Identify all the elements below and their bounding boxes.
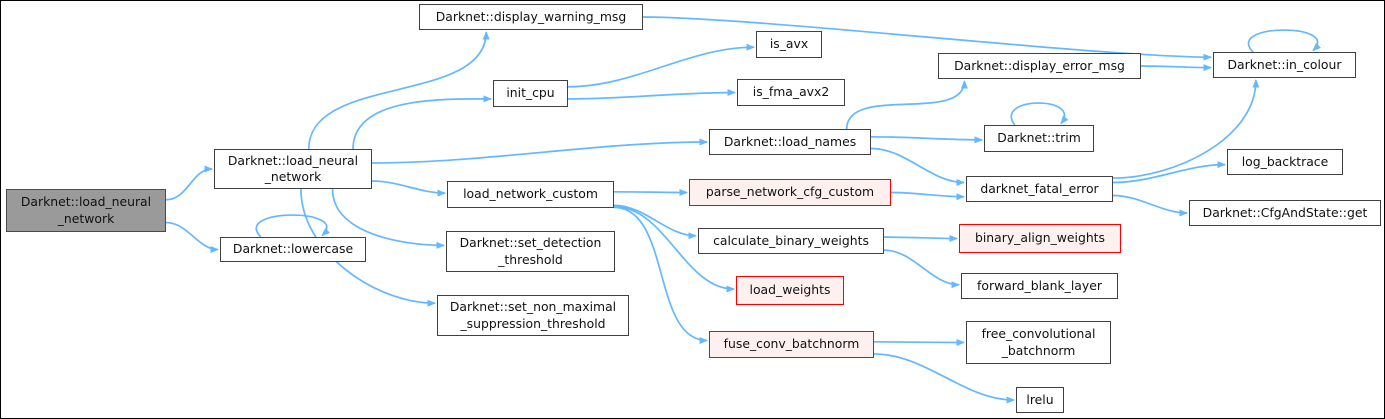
node-label-load-network-custom: load_network_custom — [463, 186, 598, 202]
edge-load-neural-network-root-to-load-neural-network — [165, 165, 213, 201]
node-label-is-avx: is_avx — [769, 36, 809, 52]
node-display-warning-msg[interactable]: Darknet::display_warning_msg — [419, 4, 643, 30]
node-label-lrelu: lrelu — [1026, 391, 1054, 407]
node-label-log-backtrace: log_backtrace — [1241, 153, 1329, 169]
edge-load-names-to-darknet-fatal-error — [870, 147, 965, 186]
node-label-lowercase: Darknet::lowercase — [232, 241, 354, 257]
node-in-colour[interactable]: Darknet::in_colour — [1213, 52, 1356, 78]
edge-load-network-custom-to-fuse-conv-batchnorm — [613, 206, 708, 344]
node-trim[interactable]: Darknet::trim — [984, 125, 1094, 152]
node-label-set-non-maximal-suppression-threshold: Darknet::set_non_maximal _suppression_th… — [449, 299, 617, 331]
edge-load-neural-network-to-display-warning-msg — [307, 31, 490, 150]
edge-load-neural-network-to-init-cpu — [352, 95, 492, 150]
node-load-network-custom[interactable]: load_network_custom — [447, 181, 614, 208]
edge-in-colour-self — [1247, 29, 1321, 53]
node-calculate-binary-weights[interactable]: calculate_binary_weights — [698, 228, 884, 254]
node-label-darknet-fatal-error: darknet_fatal_error — [980, 180, 1099, 196]
node-label-display-warning-msg: Darknet::display_warning_msg — [435, 8, 627, 24]
node-set-non-maximal-suppression-threshold[interactable]: Darknet::set_non_maximal _suppression_th… — [437, 295, 629, 336]
node-label-set-detection-threshold: Darknet::set_detection _threshold — [459, 235, 602, 267]
node-parse-network-cfg-custom[interactable]: parse_network_cfg_custom — [689, 179, 891, 206]
node-lowercase[interactable]: Darknet::lowercase — [220, 237, 366, 262]
node-load-neural-network-root[interactable]: Darknet::load_neural _network — [6, 189, 166, 232]
node-set-detection-threshold[interactable]: Darknet::set_detection _threshold — [446, 231, 615, 272]
node-is-avx[interactable]: is_avx — [756, 31, 822, 58]
edge-calculate-binary-weights-to-binary-align-weights — [883, 234, 958, 242]
node-lrelu[interactable]: lrelu — [1016, 387, 1064, 413]
node-label-fuse-conv-batchnorm: fuse_conv_batchnorm — [723, 336, 860, 352]
node-darknet-fatal-error[interactable]: darknet_fatal_error — [966, 176, 1113, 202]
node-label-forward-blank-layer: forward_blank_layer — [977, 277, 1102, 293]
edge-fuse-conv-batchnorm-to-lrelu — [873, 353, 1015, 404]
edge-load-network-custom-to-calculate-binary-weights — [613, 204, 697, 240]
node-label-trim: Darknet::trim — [997, 130, 1081, 146]
node-label-load-neural-network-root: Darknet::load_neural _network — [20, 194, 152, 226]
node-label-binary-align-weights: binary_align_weights — [975, 230, 1105, 246]
edge-display-warning-msg-to-in-colour — [642, 16, 1212, 61]
edge-trim-self — [1010, 102, 1069, 126]
node-load-names[interactable]: Darknet::load_names — [709, 129, 871, 155]
node-free-convolutional-batchnorm[interactable]: free_convolutional _batchnorm — [966, 321, 1111, 364]
node-label-in-colour: Darknet::in_colour — [1227, 56, 1342, 72]
node-load-neural-network[interactable]: Darknet::load_neural _network — [214, 149, 372, 189]
edge-load-network-custom-to-load-weights — [613, 205, 735, 293]
edge-init-cpu-to-is-fma-avx2 — [567, 89, 736, 100]
edge-load-neural-network-to-set-non-maximal-suppression-threshold — [300, 188, 436, 307]
node-label-parse-network-cfg-custom: parse_network_cfg_custom — [705, 184, 875, 200]
edge-load-neural-network-to-set-detection-threshold — [331, 188, 445, 249]
edge-load-network-custom-to-parse-network-cfg-custom — [613, 188, 688, 196]
edge-load-names-to-trim — [870, 135, 983, 144]
edge-calculate-binary-weights-to-forward-blank-layer — [883, 249, 960, 289]
node-binary-align-weights[interactable]: binary_align_weights — [959, 224, 1121, 253]
edge-lowercase-self — [255, 214, 331, 238]
edge-fuse-conv-batchnorm-to-free-convolutional-batchnorm — [873, 338, 965, 346]
edge-display-error-msg-to-in-colour — [1140, 64, 1212, 72]
edge-parse-network-cfg-custom-to-darknet-fatal-error — [890, 191, 965, 201]
node-label-load-neural-network: Darknet::load_neural _network — [227, 152, 359, 184]
node-cfg-and-state-get[interactable]: Darknet::CfgAndState::get — [1189, 200, 1381, 226]
node-label-is-fma-avx2: is_fma_avx2 — [752, 84, 830, 100]
edge-load-names-to-display-error-msg — [845, 80, 968, 130]
node-label-load-weights: load_weights — [749, 282, 831, 298]
edge-load-neural-network-to-load-network-custom — [371, 180, 446, 197]
call-edges — [165, 16, 1321, 404]
edge-init-cpu-to-is-avx — [567, 43, 755, 88]
node-load-weights[interactable]: load_weights — [736, 276, 844, 305]
node-label-load-names: Darknet::load_names — [723, 133, 857, 149]
edge-darknet-fatal-error-to-in-colour — [1112, 79, 1260, 179]
edge-load-neural-network-root-to-lowercase — [165, 221, 219, 253]
edge-load-neural-network-to-load-names — [371, 138, 708, 164]
edge-darknet-fatal-error-to-log-backtrace — [1112, 161, 1226, 184]
node-log-backtrace[interactable]: log_backtrace — [1227, 149, 1343, 175]
node-is-fma-avx2[interactable]: is_fma_avx2 — [737, 79, 845, 106]
node-fuse-conv-batchnorm[interactable]: fuse_conv_batchnorm — [709, 331, 874, 358]
node-label-cfg-and-state-get: Darknet::CfgAndState::get — [1202, 204, 1368, 220]
node-forward-blank-layer[interactable]: forward_blank_layer — [961, 273, 1118, 299]
node-label-init-cpu: init_cpu — [506, 85, 555, 101]
edge-darknet-fatal-error-to-cfg-and-state-get — [1112, 194, 1188, 217]
node-label-calculate-binary-weights: calculate_binary_weights — [713, 232, 869, 248]
node-label-free-convolutional-batchnorm: free_convolutional _batchnorm — [981, 326, 1096, 358]
node-label-display-error-msg: Darknet::display_error_msg — [954, 57, 1125, 73]
node-display-error-msg[interactable]: Darknet::display_error_msg — [938, 53, 1141, 79]
node-init-cpu[interactable]: init_cpu — [493, 80, 568, 107]
